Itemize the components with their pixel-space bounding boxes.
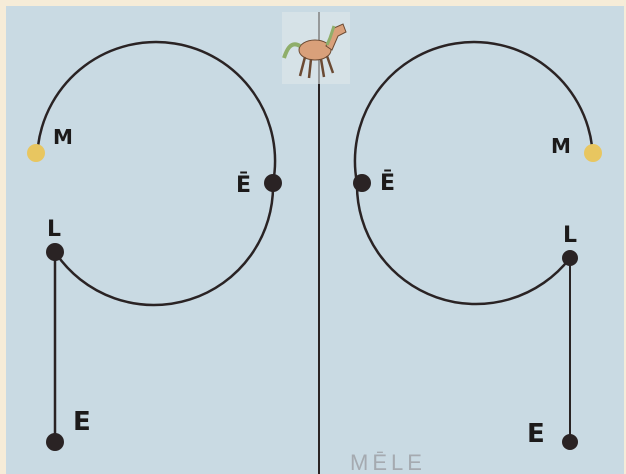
left-e-bar-dot	[264, 174, 282, 192]
word-label: MĒLE	[350, 450, 426, 474]
right-label-l: L	[563, 223, 577, 248]
left-e-dot	[46, 433, 64, 451]
right-e-dot	[562, 434, 578, 450]
left-label-m: M	[53, 125, 73, 149]
left-label-e: E	[73, 407, 91, 437]
right-label-e-bar: Ē	[380, 170, 395, 196]
horse-icon	[282, 12, 350, 84]
right-start-dot	[584, 144, 602, 162]
right-l-dot	[562, 250, 578, 266]
right-label-m: M	[551, 134, 571, 158]
left-l-dot	[46, 243, 64, 261]
left-label-l: L	[47, 217, 61, 242]
left-start-dot	[27, 144, 45, 162]
right-label-e: E	[527, 419, 545, 449]
left-label-e-bar: Ē	[236, 172, 251, 198]
right-e-bar-dot	[353, 174, 371, 192]
